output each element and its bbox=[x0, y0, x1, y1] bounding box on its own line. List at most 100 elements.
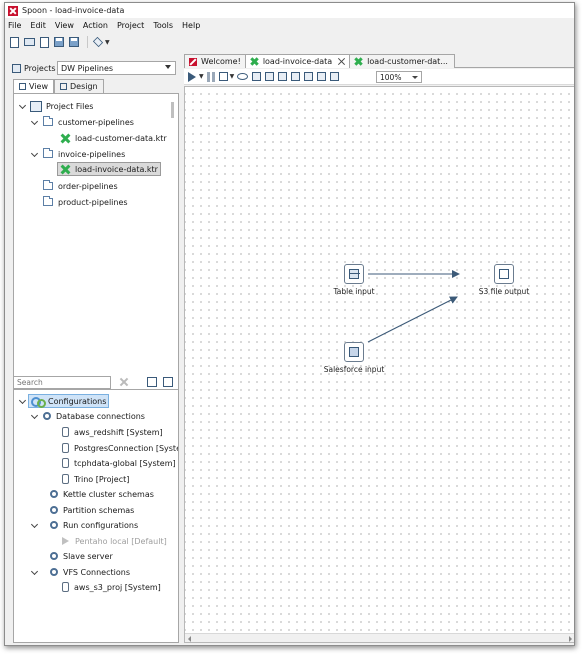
step-salesforce-input[interactable]: Salesforce input bbox=[319, 342, 389, 374]
tab-load-invoice-data[interactable]: load-invoice-data bbox=[244, 54, 351, 68]
tree-node-slave-server[interactable]: Slave server bbox=[50, 549, 113, 563]
project-select[interactable]: DW Pipelines bbox=[57, 61, 176, 75]
tab-view[interactable]: View bbox=[13, 79, 54, 93]
search-input[interactable] bbox=[13, 375, 111, 389]
tree-folder-order-pipelines[interactable]: order-pipelines bbox=[43, 179, 118, 193]
replay-icon[interactable] bbox=[265, 72, 275, 81]
database-icon bbox=[62, 458, 69, 468]
tree-item-run-configuration[interactable]: Pentaho local [Default] bbox=[62, 534, 167, 548]
new-file-button[interactable] bbox=[8, 36, 20, 48]
chevron-down-icon[interactable] bbox=[30, 521, 38, 529]
collapse-all-icon[interactable] bbox=[147, 377, 157, 387]
tree-item-db-connection[interactable]: Trino [Project] bbox=[62, 472, 129, 486]
tree-folder-customer-pipelines[interactable]: customer-pipelines bbox=[30, 115, 134, 129]
chevron-down-icon[interactable] bbox=[30, 568, 38, 576]
transformation-icon bbox=[250, 57, 259, 66]
scroll-left-icon[interactable] bbox=[188, 636, 191, 642]
menu-file[interactable]: File bbox=[8, 20, 22, 30]
salesforce-input-icon bbox=[344, 342, 364, 362]
tree-node-run-configurations[interactable]: Run configurations bbox=[30, 518, 138, 532]
tree-root-project-files[interactable]: Project Files bbox=[18, 99, 93, 113]
play-icon bbox=[62, 537, 69, 545]
canvas-horizontal-scrollbar[interactable] bbox=[185, 633, 574, 642]
tab-design[interactable]: Design bbox=[53, 79, 104, 93]
transformation-icon bbox=[60, 164, 71, 175]
configurations-icon bbox=[31, 395, 46, 408]
explore-button[interactable] bbox=[38, 36, 50, 48]
perspective-button[interactable] bbox=[92, 36, 104, 48]
tree-folder-invoice-pipelines[interactable]: invoice-pipelines bbox=[30, 147, 125, 161]
tree-node-database-connections[interactable]: Database connections bbox=[30, 409, 145, 423]
chevron-down-icon[interactable]: ▼ bbox=[105, 38, 110, 46]
new-file-icon bbox=[9, 36, 19, 48]
menu-help[interactable]: Help bbox=[182, 20, 201, 30]
step-s3-file-output[interactable]: S3 file output bbox=[471, 264, 537, 296]
scroll-right-icon[interactable] bbox=[569, 636, 572, 642]
pause-icon[interactable] bbox=[206, 71, 215, 82]
tree-file-load-invoice-data[interactable]: load-invoice-data.ktr bbox=[57, 162, 161, 176]
step-table-input[interactable]: Table input bbox=[325, 264, 383, 296]
menu-action[interactable]: Action bbox=[82, 20, 108, 30]
transformation-canvas[interactable]: Table input S3 file output Salesforce in… bbox=[184, 86, 574, 643]
tree-label: Trino [Project] bbox=[74, 474, 130, 484]
tree-root-configurations[interactable]: Configurations bbox=[18, 394, 110, 408]
editor-panel: Welcome! load-invoice-data load-customer… bbox=[184, 54, 574, 643]
explore-icon bbox=[39, 36, 49, 48]
zoom-select[interactable]: 100% bbox=[376, 71, 422, 83]
tab-load-customer-data[interactable]: load-customer-dat... bbox=[349, 54, 456, 68]
save-button[interactable] bbox=[53, 36, 65, 48]
close-icon[interactable] bbox=[338, 58, 345, 65]
configurations-tree: Configurations Database connections aws_… bbox=[13, 389, 179, 643]
tree-node-kettle-cluster-schemas[interactable]: Kettle cluster schemas bbox=[50, 487, 154, 501]
verify-icon[interactable] bbox=[278, 72, 288, 81]
chevron-down-icon bbox=[412, 76, 418, 79]
open-button[interactable] bbox=[23, 36, 35, 48]
save-as-button[interactable] bbox=[68, 36, 80, 48]
run-icon[interactable] bbox=[188, 71, 196, 82]
chevron-down-icon[interactable] bbox=[30, 412, 38, 420]
s3-output-icon bbox=[494, 264, 514, 284]
folder-icon bbox=[43, 116, 53, 126]
chevron-down-icon[interactable] bbox=[30, 118, 38, 126]
document-tabs: Welcome! load-invoice-data load-customer… bbox=[184, 54, 574, 68]
view-design-tabs: View Design bbox=[13, 79, 104, 93]
chevron-down-icon[interactable]: ▼ bbox=[229, 73, 235, 80]
canvas-toolbar: ▼ ▼ 100% bbox=[184, 69, 574, 85]
tree-scrollbar[interactable] bbox=[171, 102, 174, 118]
explore-db-icon[interactable] bbox=[317, 72, 327, 81]
tree-folder-product-pipelines[interactable]: product-pipelines bbox=[43, 195, 128, 209]
tree-label: Kettle cluster schemas bbox=[63, 489, 154, 499]
menu-tools[interactable]: Tools bbox=[153, 20, 174, 30]
database-icon bbox=[62, 474, 69, 484]
preview-icon[interactable] bbox=[237, 73, 249, 80]
hop-salesforce-to-s3[interactable] bbox=[367, 296, 458, 343]
tree-file-load-customer-data[interactable]: load-customer-data.ktr bbox=[60, 131, 167, 145]
chevron-down-icon[interactable] bbox=[30, 150, 38, 158]
tree-item-db-connection[interactable]: tcphdata-global [System] bbox=[62, 456, 176, 470]
impact-icon[interactable] bbox=[291, 72, 301, 81]
menu-view[interactable]: View bbox=[54, 20, 74, 30]
tab-welcome[interactable]: Welcome! bbox=[184, 54, 246, 68]
tab-view-label: View bbox=[29, 82, 48, 91]
chevron-down-icon[interactable] bbox=[18, 102, 26, 110]
tree-label: Run configurations bbox=[63, 520, 139, 530]
sql-icon[interactable] bbox=[304, 72, 314, 81]
show-results-icon[interactable] bbox=[330, 72, 340, 81]
expand-all-icon[interactable] bbox=[163, 377, 173, 387]
stop-icon[interactable] bbox=[218, 72, 228, 81]
chevron-down-icon[interactable]: ▼ bbox=[199, 73, 204, 80]
project-files-icon bbox=[30, 100, 42, 112]
menu-project[interactable]: Project bbox=[116, 20, 145, 30]
debug-icon[interactable] bbox=[252, 72, 262, 81]
menu-bar: File Edit View Action Project Tools Help bbox=[5, 18, 574, 32]
clear-search-icon[interactable] bbox=[119, 377, 129, 387]
tree-item-vfs-connection[interactable]: aws_s3_proj [System] bbox=[62, 580, 161, 594]
menu-edit[interactable]: Edit bbox=[30, 20, 46, 30]
tree-node-partition-schemas[interactable]: Partition schemas bbox=[50, 503, 134, 517]
tree-item-db-connection[interactable]: aws_redshift [System] bbox=[62, 425, 163, 439]
tree-node-vfs-connections[interactable]: VFS Connections bbox=[30, 565, 130, 579]
title-bar[interactable]: Spoon - load-invoice-data bbox=[5, 3, 574, 18]
chevron-down-icon[interactable] bbox=[18, 397, 26, 405]
tree-item-db-connection[interactable]: PostgresConnection [System] bbox=[62, 441, 178, 455]
folder-icon bbox=[43, 148, 53, 158]
